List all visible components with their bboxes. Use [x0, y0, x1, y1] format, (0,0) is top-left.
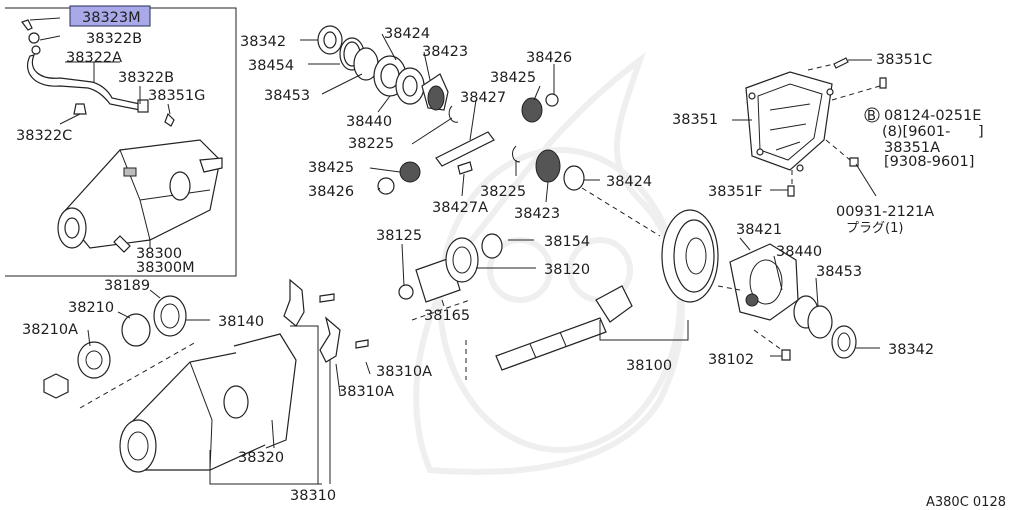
label-38210[interactable]: 38210 [68, 300, 114, 316]
label-38189[interactable]: 38189 [104, 278, 150, 294]
label-38125[interactable]: 38125 [376, 228, 422, 244]
diagram-code: A380C 0128 [926, 495, 1006, 510]
inset-leaders [29, 17, 171, 248]
label-08124-0251E[interactable]: 08124-0251E [884, 108, 981, 124]
label-38225-b[interactable]: 38225 [480, 184, 526, 200]
label-38100[interactable]: 38100 [626, 358, 672, 374]
leader-lines [87, 33, 880, 485]
label-38351[interactable]: 38351 [672, 112, 718, 128]
differential-case [729, 243, 799, 321]
label-00931-2121A[interactable]: 00931-2121A [836, 204, 934, 220]
label-38342-a[interactable]: 38342 [240, 34, 286, 50]
axle-assembly-inset [57, 139, 223, 253]
label-38424-b[interactable]: 38424 [606, 174, 652, 190]
differential-housing [119, 333, 297, 473]
label-38454[interactable]: 38454 [248, 58, 294, 74]
label-38342-b[interactable]: 38342 [888, 342, 934, 358]
highlight-38323M [69, 5, 151, 27]
label-38300[interactable]: 38300 [136, 246, 182, 262]
label-38322C[interactable]: 38322C [16, 128, 72, 144]
label-38351G[interactable]: 38351G [148, 88, 205, 104]
pinion-shaft [435, 131, 495, 175]
dashed-guides [79, 187, 783, 409]
label-38425-b[interactable]: 38425 [308, 160, 354, 176]
label-38322A[interactable]: 38322A [66, 50, 122, 66]
label-38426-b[interactable]: 38426 [308, 184, 354, 200]
breather-assembly [21, 19, 175, 127]
label-38210A[interactable]: 38210A [22, 322, 78, 338]
label-38323M[interactable]: 38323M [82, 10, 141, 26]
label-38440-b[interactable]: 38440 [776, 244, 822, 260]
label-38424-a[interactable]: 38424 [384, 26, 430, 42]
side-gear-upper [421, 73, 449, 111]
label-38225-a[interactable]: 38225 [348, 136, 394, 152]
label-38322B-a[interactable]: 38322B [86, 31, 142, 47]
label-38423-b[interactable]: 38423 [514, 206, 560, 222]
cover-bolts [787, 57, 887, 197]
label-38165[interactable]: 38165 [424, 308, 470, 324]
bolt-marker-circle [864, 107, 880, 123]
label-38351F[interactable]: 38351F [708, 184, 762, 200]
label-38453-b[interactable]: 38453 [816, 264, 862, 280]
bolt-marker-letter: B [867, 109, 876, 124]
label-38320[interactable]: 38320 [238, 450, 284, 466]
label-38453-a[interactable]: 38453 [264, 88, 310, 104]
label-38426-a[interactable]: 38426 [526, 50, 572, 66]
label-38102[interactable]: 38102 [708, 352, 754, 368]
label-38310[interactable]: 38310 [290, 488, 336, 504]
label-38351C[interactable]: 38351C [876, 52, 932, 68]
label-38300M[interactable]: 38300M [136, 260, 195, 276]
label-38310A-a[interactable]: 38310A [376, 364, 432, 380]
pinion-mate-gears [377, 93, 585, 195]
pinion-bearing-set [317, 25, 425, 105]
label-38421[interactable]: 38421 [736, 222, 782, 238]
rear-cover [745, 71, 834, 172]
pinion-bearing-front [398, 233, 503, 303]
side-bearing-set [781, 295, 857, 361]
label-08124-qty: (8)[9601- ] [882, 124, 984, 140]
label-38425-a[interactable]: 38425 [490, 70, 536, 86]
label-38440-a[interactable]: 38440 [346, 114, 392, 130]
ring-gear [661, 209, 719, 303]
label-38154[interactable]: 38154 [544, 234, 590, 250]
label-38427A[interactable]: 38427A [432, 200, 488, 216]
label-38322B-b[interactable]: 38322B [118, 70, 174, 86]
label-00931-note: プラグ(1) [846, 221, 903, 236]
drive-pinion [495, 285, 633, 371]
companion-flange-parts [43, 295, 187, 399]
snap-ring-upper [448, 105, 459, 123]
label-38120[interactable]: 38120 [544, 262, 590, 278]
label-38351A[interactable]: 38351A [884, 140, 940, 156]
label-38140[interactable]: 38140 [218, 314, 264, 330]
mounting-brackets [283, 278, 369, 363]
label-38310A-b[interactable]: 38310A [338, 384, 394, 400]
label-38423-a[interactable]: 38423 [422, 44, 468, 60]
part-labels: 38323M 38322B 38322A 38322B 38351G 38322… [16, 10, 1006, 510]
label-38427[interactable]: 38427 [460, 90, 506, 106]
label-38351A-range: [9308-9601] [884, 154, 974, 170]
